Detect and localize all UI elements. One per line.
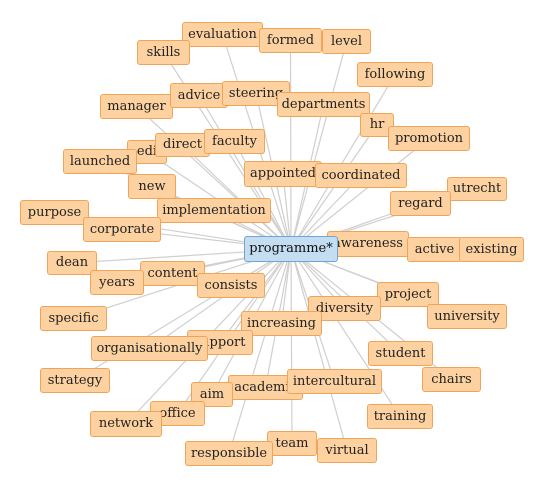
- node-appointed[interactable]: appointed: [244, 161, 322, 187]
- node-evaluation[interactable]: evaluation: [182, 22, 263, 47]
- node-promotion[interactable]: promotion: [388, 126, 470, 151]
- node-strategy[interactable]: strategy: [40, 368, 110, 393]
- node-advice[interactable]: advice: [170, 83, 228, 108]
- node-implementation[interactable]: implementation: [157, 198, 271, 223]
- edge-programme-level: [290, 41, 348, 250]
- node-skills[interactable]: skills: [137, 40, 190, 65]
- edge-programme-faculty: [233, 141, 292, 250]
- node-corporate[interactable]: corporate: [83, 217, 161, 242]
- edge-programme-virtual: [290, 248, 348, 451]
- node-organisationally[interactable]: organisationally: [91, 336, 208, 361]
- edge-programme-organisationally: [149, 248, 292, 349]
- node-manager[interactable]: manager: [100, 94, 173, 119]
- node-training[interactable]: training: [367, 404, 433, 429]
- node-virtual[interactable]: virtual: [317, 438, 377, 463]
- node-programme[interactable]: programme*: [244, 236, 338, 262]
- node-specific[interactable]: specific: [40, 306, 107, 331]
- node-level[interactable]: level: [322, 29, 371, 54]
- node-purpose[interactable]: purpose: [20, 200, 89, 225]
- node-increasing[interactable]: increasing: [241, 311, 322, 336]
- node-existing[interactable]: existing: [459, 237, 524, 262]
- node-departments[interactable]: departments: [277, 92, 370, 117]
- edge-programme-team: [290, 248, 293, 444]
- node-faculty[interactable]: faculty: [204, 129, 265, 154]
- node-new[interactable]: new: [128, 174, 176, 199]
- node-chairs[interactable]: chairs: [422, 367, 481, 392]
- node-university[interactable]: university: [427, 304, 507, 329]
- edge-programme-responsible: [228, 248, 292, 454]
- node-awareness[interactable]: awareness: [327, 231, 409, 257]
- node-content[interactable]: content: [140, 261, 205, 286]
- node-utrecht[interactable]: utrecht: [447, 177, 507, 201]
- node-student[interactable]: student: [368, 341, 433, 366]
- node-following[interactable]: following: [357, 62, 433, 87]
- node-dean[interactable]: dean: [47, 251, 97, 275]
- edge-programme-manager: [136, 106, 292, 250]
- node-years[interactable]: years: [90, 270, 144, 295]
- node-responsible[interactable]: responsible: [185, 441, 273, 466]
- node-team[interactable]: team: [267, 431, 317, 456]
- node-project[interactable]: project: [377, 282, 439, 307]
- node-intercultural[interactable]: intercultural: [287, 369, 382, 394]
- node-coordinated[interactable]: coordinated: [315, 163, 407, 188]
- node-consists[interactable]: consists: [197, 273, 265, 298]
- node-formed[interactable]: formed: [259, 28, 322, 53]
- node-direct[interactable]: direct: [155, 133, 210, 157]
- edge-programme-following: [290, 74, 396, 250]
- edge-programme-promotion: [290, 138, 430, 250]
- node-network[interactable]: network: [90, 411, 162, 437]
- node-active[interactable]: active: [407, 237, 462, 262]
- edge-programme-formed: [289, 40, 292, 250]
- node-launched[interactable]: launched: [63, 149, 137, 174]
- edge-programme-direct: [182, 144, 292, 250]
- node-regard[interactable]: regard: [390, 191, 451, 216]
